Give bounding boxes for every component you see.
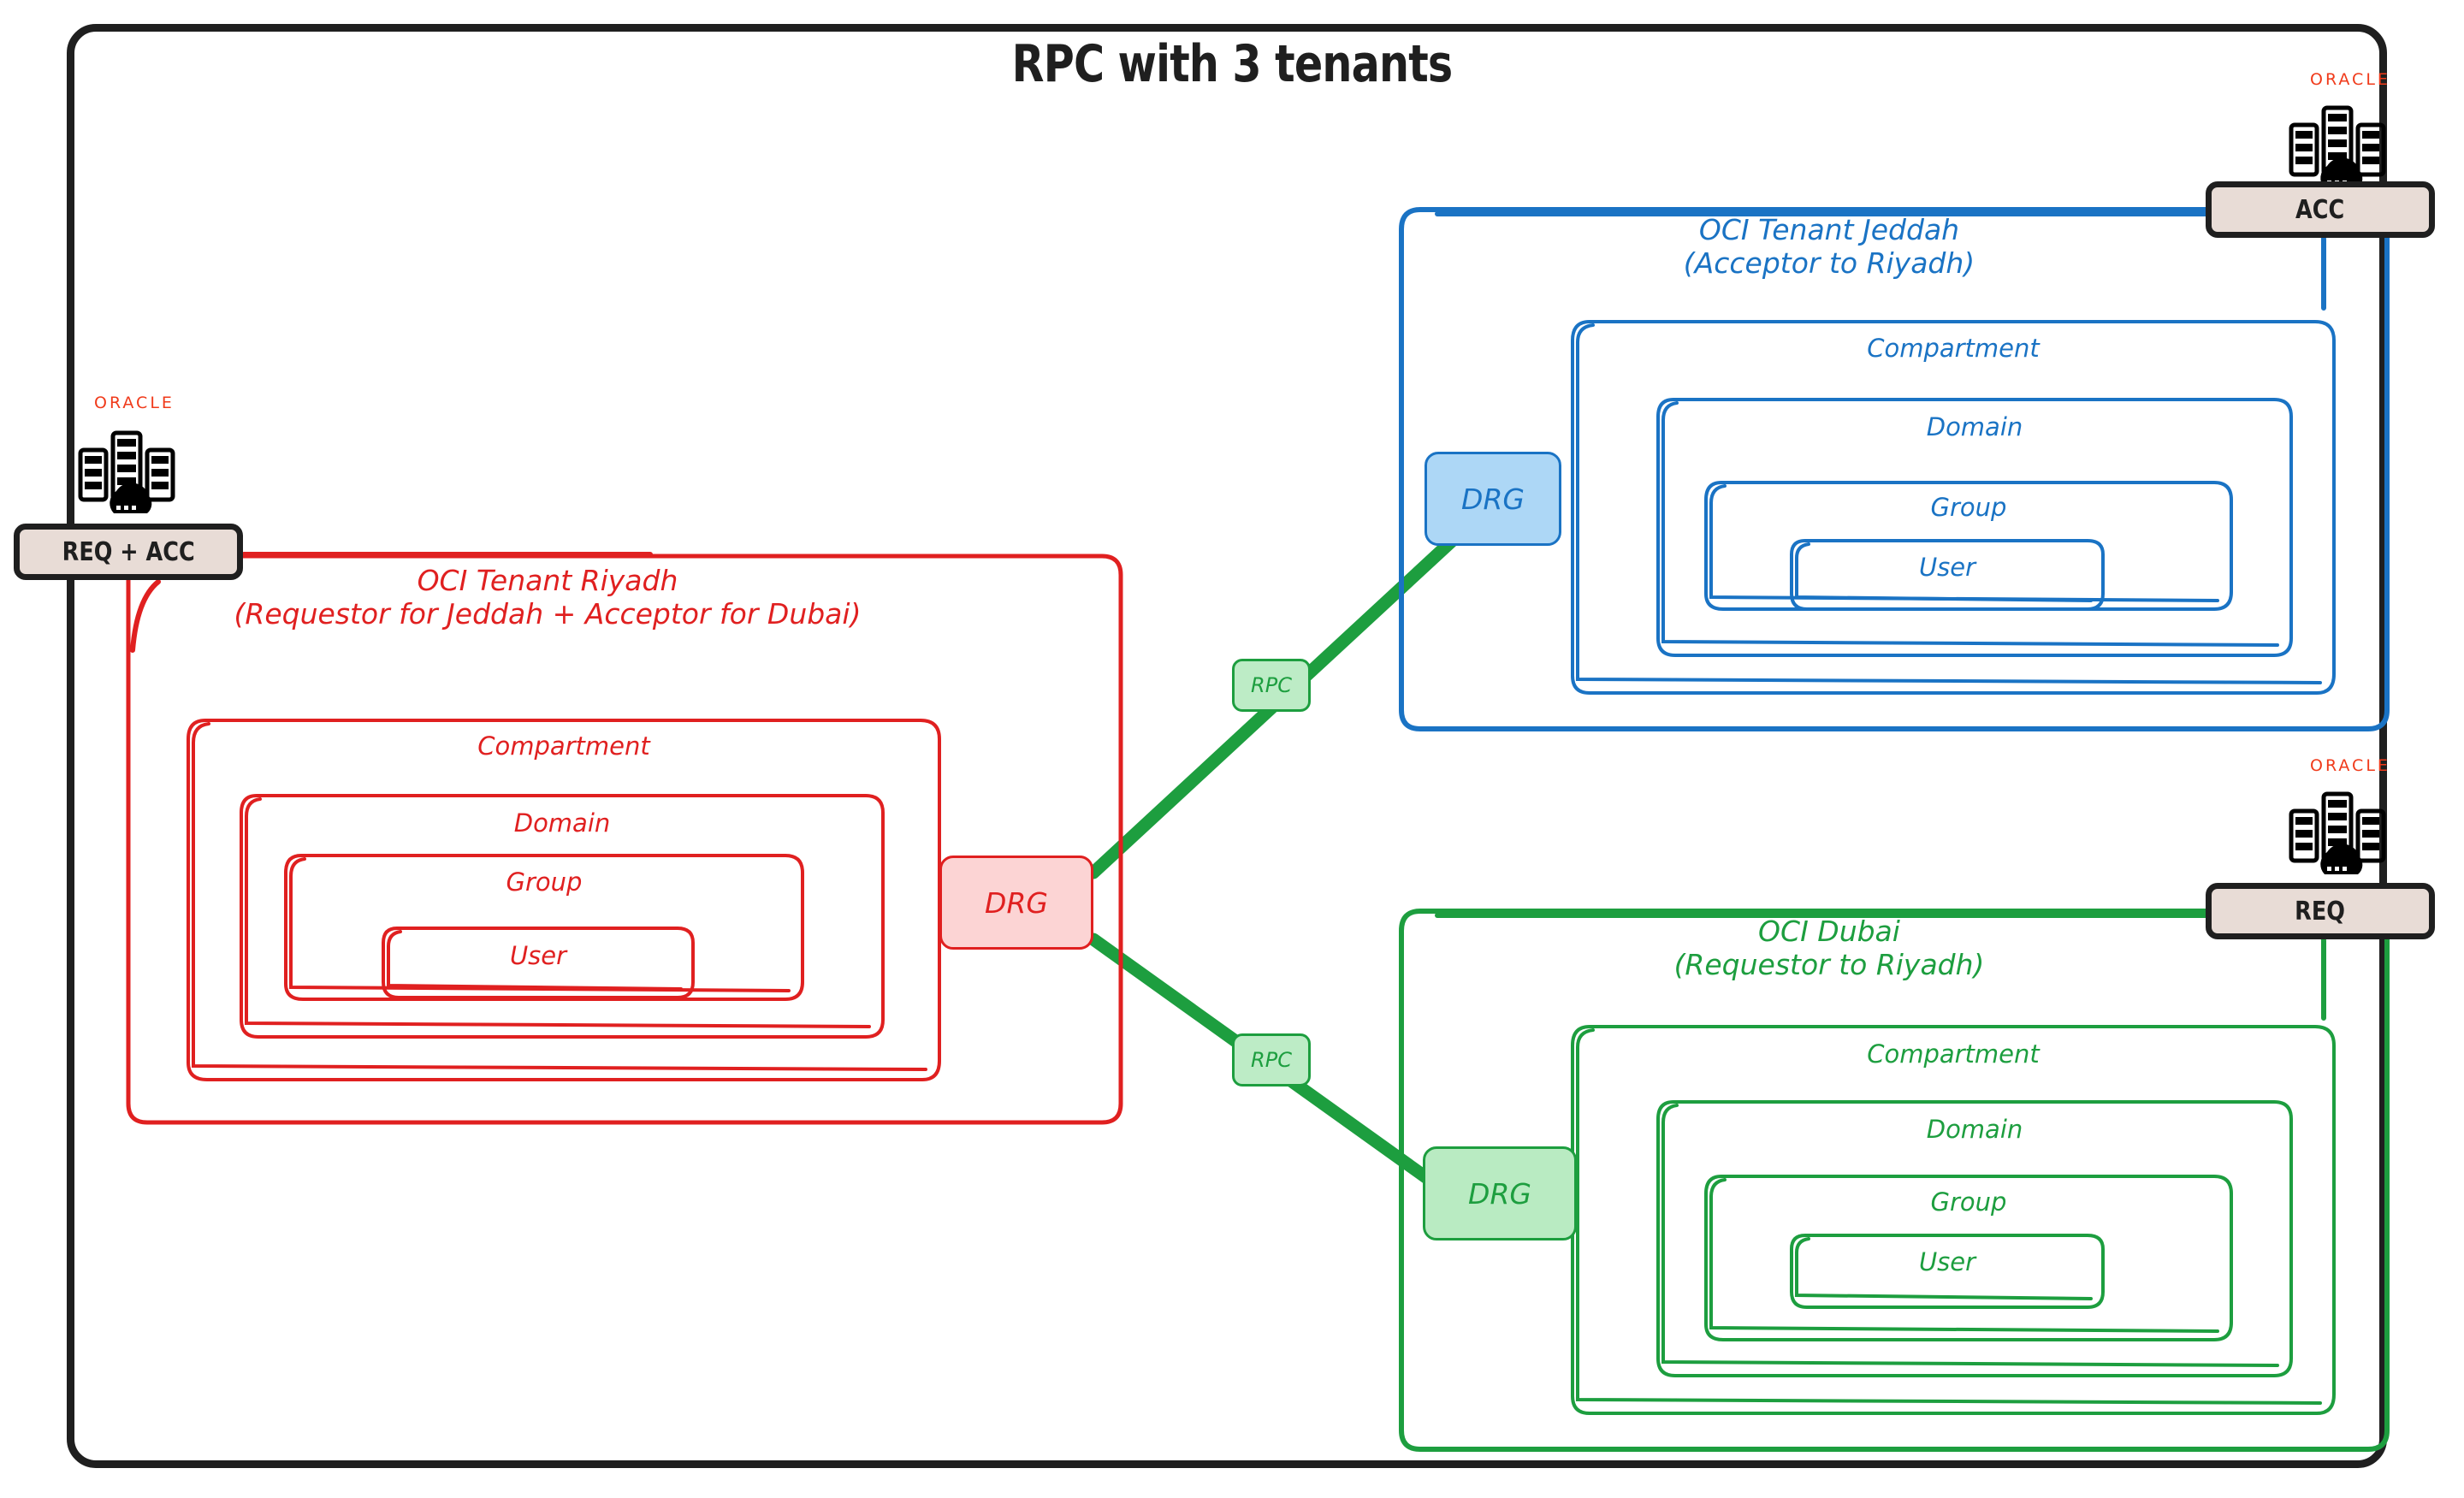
badge-req-acc[interactable]: REQ + ACC <box>14 524 243 580</box>
tenant-title-line1: OCI Tenant Riyadh <box>417 564 678 597</box>
oracle-wordmark: ORACLE <box>2310 70 2390 89</box>
tenant-title-jeddah: OCI Tenant Jeddah (Acceptor to Riyadh) <box>1401 213 2257 281</box>
badge-label: REQ + ACC <box>62 536 195 567</box>
tenant-title-riyadh: OCI Tenant Riyadh (Requestor for Jeddah … <box>0 564 1095 631</box>
tenant-title-line1: OCI Dubai <box>1758 915 1900 948</box>
oracle-cloud-datacenter-icon <box>78 430 175 513</box>
level-label-group-dubai: Group <box>1930 1187 2007 1217</box>
level-label-domain-jeddah: Domain <box>1926 412 2023 441</box>
level-label-user-riyadh: User <box>509 941 567 970</box>
level-label-user-jeddah: User <box>1918 553 1976 582</box>
oracle-cloud-datacenter-icon <box>2289 105 2386 188</box>
tenant-title-line1: OCI Tenant Jeddah <box>1698 213 1960 246</box>
badge-label: REQ <box>2295 896 2346 927</box>
rpc-label-riyadh-jeddah[interactable]: RPC <box>1232 659 1311 712</box>
level-label-group-riyadh: Group <box>506 867 583 897</box>
badge-acc[interactable]: ACC <box>2206 181 2435 238</box>
oracle-cloud-datacenter-icon <box>2289 791 2386 874</box>
page-title: RPC with 3 tenants <box>1011 34 1454 94</box>
tenant-title-dubai: OCI Dubai (Requestor to Riyadh) <box>1401 915 2257 982</box>
level-label-domain-dubai: Domain <box>1926 1115 2023 1144</box>
level-label-compartment-jeddah: Compartment <box>1867 334 2040 363</box>
level-label-compartment-riyadh: Compartment <box>477 731 650 761</box>
level-label-group-jeddah: Group <box>1930 493 2007 522</box>
oracle-wordmark: ORACLE <box>2310 756 2390 775</box>
oracle-wordmark: ORACLE <box>94 394 175 412</box>
drg-node-riyadh[interactable]: DRG <box>939 856 1093 950</box>
badge-req[interactable]: REQ <box>2206 883 2435 939</box>
level-label-domain-riyadh: Domain <box>513 808 611 838</box>
level-label-compartment-dubai: Compartment <box>1867 1039 2040 1069</box>
tenant-title-line2: (Requestor to Riyadh) <box>1673 947 1985 981</box>
tenant-title-line2: (Acceptor to Riyadh) <box>1683 246 1975 280</box>
badge-label: ACC <box>2295 194 2345 225</box>
rpc-label-riyadh-dubai[interactable]: RPC <box>1232 1033 1311 1086</box>
drg-node-jeddah[interactable]: DRG <box>1424 452 1561 546</box>
level-label-user-dubai: User <box>1918 1247 1976 1276</box>
drg-node-dubai[interactable]: DRG <box>1423 1146 1577 1240</box>
tenant-title-line2: (Requestor for Jeddah + Acceptor for Dub… <box>234 596 862 631</box>
